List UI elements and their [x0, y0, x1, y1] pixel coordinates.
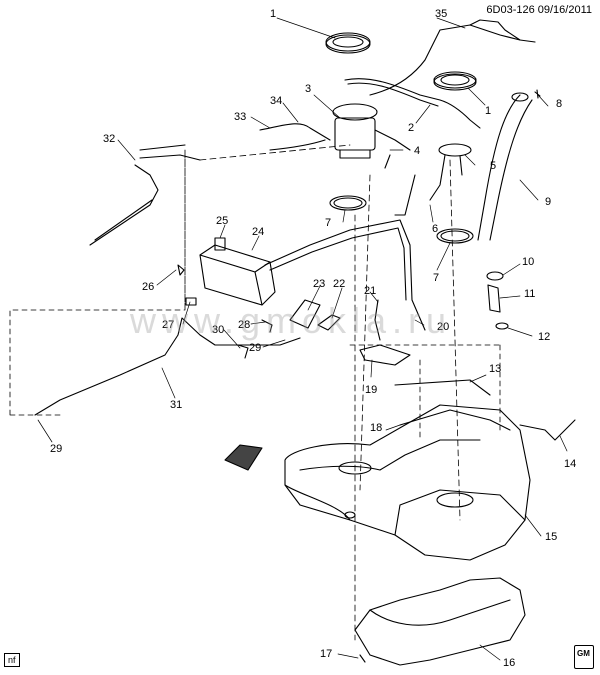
- callout-22: 22: [333, 278, 345, 290]
- callout-33: 33: [234, 111, 246, 123]
- callout-1: 1: [270, 8, 276, 20]
- callout-29b: 29: [50, 443, 62, 455]
- callout-10: 10: [522, 256, 534, 268]
- callout-34: 34: [270, 95, 282, 107]
- callout-7a: 7: [325, 217, 331, 229]
- callout-28: 28: [238, 319, 250, 331]
- callout-29a: 29: [249, 342, 261, 354]
- fastener-17: [359, 654, 366, 663]
- canister-bracket-22: [317, 314, 341, 331]
- evap-pipe-bundle: [89, 144, 201, 246]
- watermark: www.gmokla.ru: [130, 300, 453, 341]
- seal-gasket-right-inner: [440, 230, 470, 242]
- vapor-line-31: [34, 317, 301, 416]
- fastener-26: [177, 264, 185, 276]
- lock-ring-top: [325, 32, 371, 54]
- callout-32: 32: [103, 133, 115, 145]
- clip-27: [185, 297, 197, 306]
- callout-9: 9: [545, 196, 551, 208]
- connector-harness-33: [259, 123, 331, 151]
- front-arrow-icon: [224, 444, 263, 471]
- fuel-pump-module-primary: [332, 103, 411, 169]
- callout-16: 16: [503, 657, 515, 669]
- callout-11: 11: [524, 288, 535, 300]
- callout-30: 30: [212, 324, 224, 336]
- note-badge: nf: [4, 653, 20, 667]
- callout-2: 2: [408, 122, 414, 134]
- lock-ring-right: [433, 71, 477, 91]
- callout-27: 27: [162, 319, 174, 331]
- callout-18: 18: [370, 422, 382, 434]
- vapor-pipe-top: [369, 24, 521, 96]
- fuel-return-pipe: [264, 219, 426, 331]
- callout-1b: 1: [485, 105, 491, 117]
- diagram-reference-code: 6D03-126 09/16/2011: [486, 4, 592, 16]
- fuel-pipe-14: [519, 419, 576, 441]
- gm-logo: GM: [574, 645, 594, 669]
- fuel-pipe-13: [394, 379, 491, 396]
- callout-20: 20: [437, 321, 449, 333]
- fuel-line-21: [374, 299, 381, 341]
- leader-line-dashed: [199, 144, 461, 641]
- fastener-25: [214, 237, 226, 251]
- callout-19: 19: [365, 384, 377, 396]
- callout-26: 26: [142, 281, 154, 293]
- seal-gasket-left: [329, 195, 367, 211]
- callout-24: 24: [252, 226, 264, 238]
- canister-bracket-23: [289, 299, 321, 329]
- fuel-return-pipe-2: [269, 227, 407, 301]
- callout-6: 6: [432, 223, 438, 235]
- callout-14: 14: [564, 458, 576, 470]
- callout-25: 25: [216, 215, 228, 227]
- callout-21: 21: [364, 285, 376, 297]
- callout-8: 8: [556, 98, 562, 110]
- callout-4: 4: [414, 145, 420, 157]
- harness-35: [469, 19, 536, 43]
- clip-28: [261, 319, 273, 333]
- assembly-boundary-dashed: [9, 149, 501, 441]
- callout-35: 35: [435, 8, 447, 20]
- filler-hose-clamps: [486, 271, 509, 330]
- callout-12: 12: [538, 331, 550, 343]
- callout-7b: 7: [433, 272, 439, 284]
- bracket-19: [359, 344, 411, 366]
- callout-23: 23: [313, 278, 325, 290]
- callout-17: 17: [320, 648, 332, 660]
- fastener-8: [534, 89, 541, 99]
- callout-13: 13: [489, 363, 501, 375]
- clip-30: [237, 344, 249, 359]
- callout-3: 3: [305, 83, 311, 95]
- seal-gasket-left-inner: [333, 197, 363, 209]
- callout-leaders: [37, 17, 568, 661]
- callout-15: 15: [545, 531, 557, 543]
- logo-text: GM: [577, 649, 590, 658]
- fuel-tank: [284, 404, 531, 561]
- callout-labels: 1 1 2 3 4 5 6 7 7 8 9 10 11 12 13 14 15 …: [50, 8, 576, 669]
- fuel-feed-pipe-2: [347, 82, 439, 107]
- evap-canister: [199, 244, 276, 306]
- tank-strap-18: [399, 409, 511, 431]
- callout-5: 5: [490, 160, 496, 172]
- fuel-filler-pipe: [477, 92, 533, 241]
- callout-31: 31: [170, 399, 182, 411]
- seal-gasket-right: [436, 228, 474, 244]
- fuel-sender-secondary: [394, 143, 472, 216]
- heat-shield: [354, 577, 526, 666]
- fuel-feed-pipe: [344, 78, 481, 129]
